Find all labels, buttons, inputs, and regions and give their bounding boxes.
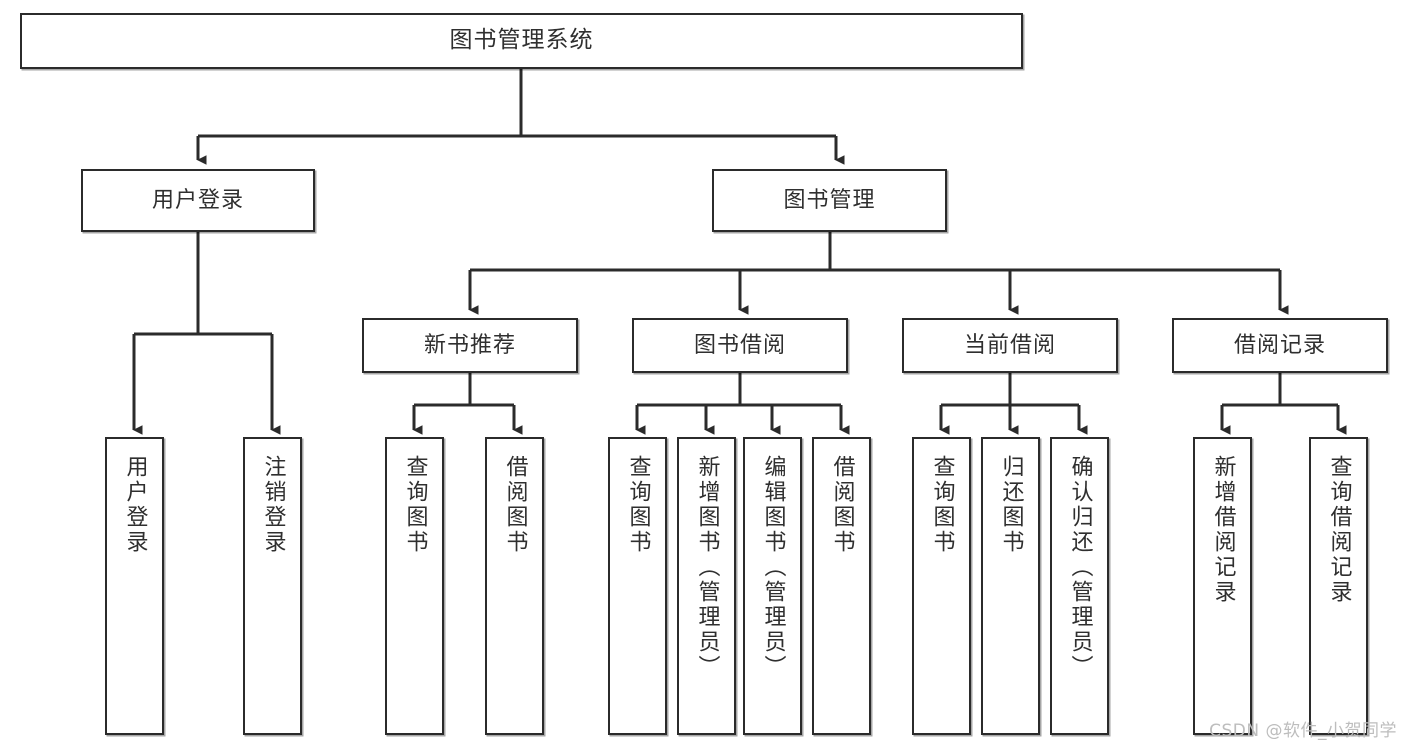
node-leaf-borrow-book-1-label: 借阅图书	[502, 455, 528, 555]
node-leaf-borrow-book-2[interactable]: 借阅图书	[812, 437, 871, 735]
node-leaf-return-book[interactable]: 归还图书	[981, 437, 1040, 735]
node-leaf-query-book-1[interactable]: 查询图书	[385, 437, 444, 735]
node-leaf-borrow-book-2-label: 借阅图书	[829, 455, 855, 555]
node-root[interactable]: 图书管理系统	[20, 13, 1023, 69]
node-leaf-query-book-3[interactable]: 查询图书	[912, 437, 971, 735]
node-user-login[interactable]: 用户登录	[81, 169, 315, 232]
node-current-borrow[interactable]: 当前借阅	[902, 318, 1118, 373]
node-book-borrow[interactable]: 图书借阅	[632, 318, 848, 373]
node-leaf-confirm-return-admin[interactable]: 确认归还（管理员）	[1050, 437, 1109, 735]
node-leaf-return-book-label: 归还图书	[998, 455, 1024, 555]
node-book-management[interactable]: 图书管理	[712, 169, 947, 232]
node-leaf-query-book-2[interactable]: 查询图书	[608, 437, 667, 735]
node-leaf-user-login[interactable]: 用户登录	[105, 437, 164, 735]
node-leaf-add-borrow-record[interactable]: 新增借阅记录	[1193, 437, 1252, 735]
node-root-label: 图书管理系统	[449, 27, 594, 54]
node-borrow-record[interactable]: 借阅记录	[1172, 318, 1388, 373]
node-new-book-recommend[interactable]: 新书推荐	[362, 318, 578, 373]
node-leaf-confirm-return-admin-label: 确认归还（管理员）	[1067, 455, 1093, 680]
node-leaf-query-book-1-label: 查询图书	[402, 455, 428, 555]
node-leaf-query-book-3-label: 查询图书	[929, 455, 955, 555]
node-current-borrow-label: 当前借阅	[963, 332, 1056, 358]
node-leaf-logout-label: 注销登录	[260, 455, 286, 555]
node-leaf-edit-book-admin-label: 编辑图书（管理员）	[760, 455, 786, 680]
node-book-management-label: 图书管理	[783, 187, 876, 213]
node-leaf-logout[interactable]: 注销登录	[243, 437, 302, 735]
node-leaf-edit-book-admin[interactable]: 编辑图书（管理员）	[743, 437, 802, 735]
node-user-login-label: 用户登录	[151, 187, 244, 213]
node-borrow-record-label: 借阅记录	[1233, 332, 1326, 358]
node-leaf-add-book-admin[interactable]: 新增图书（管理员）	[677, 437, 736, 735]
node-book-borrow-label: 图书借阅	[693, 332, 786, 358]
node-leaf-query-borrow-record-label: 查询借阅记录	[1326, 455, 1352, 605]
node-new-book-recommend-label: 新书推荐	[423, 332, 516, 358]
node-leaf-query-borrow-record[interactable]: 查询借阅记录	[1309, 437, 1368, 735]
node-leaf-add-borrow-record-label: 新增借阅记录	[1210, 455, 1236, 605]
node-leaf-add-book-admin-label: 新增图书（管理员）	[694, 455, 720, 680]
node-leaf-borrow-book-1[interactable]: 借阅图书	[485, 437, 544, 735]
node-leaf-user-login-label: 用户登录	[122, 455, 148, 555]
node-leaf-query-book-2-label: 查询图书	[625, 455, 651, 555]
